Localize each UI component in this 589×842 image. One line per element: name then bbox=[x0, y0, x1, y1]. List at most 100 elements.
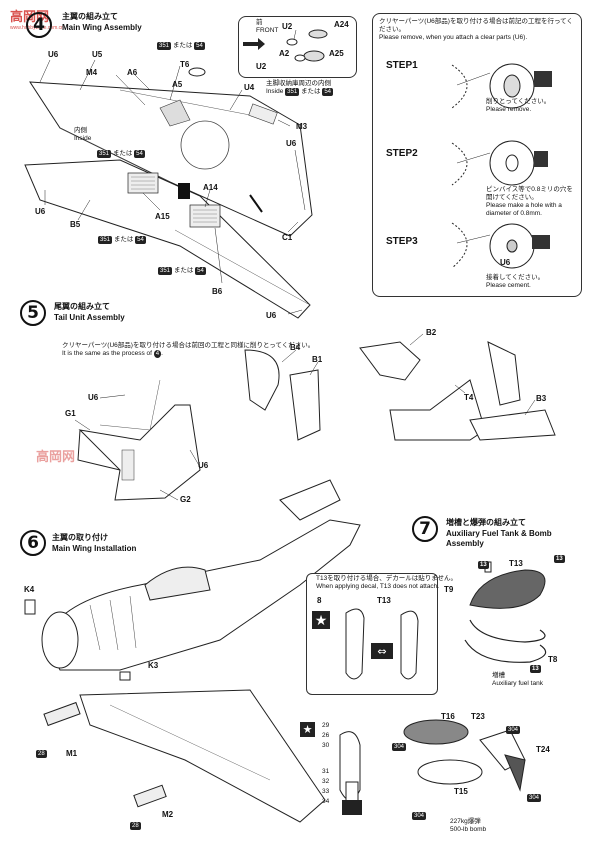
decal-drawing: ★ ⇔ bbox=[312, 608, 419, 680]
step5-note-jp: クリヤーパーツ(U6部品)を取り付ける場合は前回の工程と同様に削りとってください… bbox=[62, 342, 315, 349]
alt-part-b: 54 bbox=[194, 42, 205, 50]
part-304: 304 bbox=[506, 726, 521, 734]
wheel-well-en: Inside bbox=[266, 88, 284, 95]
step-ref: 4 bbox=[153, 350, 162, 358]
alt-part-a: 351 bbox=[285, 88, 300, 96]
part-label: M2 bbox=[162, 810, 174, 819]
part-label: T6 bbox=[180, 60, 190, 69]
step3-note: 接着してください。 Please cement. bbox=[486, 274, 544, 290]
alt-part-b: 54 bbox=[134, 150, 145, 158]
or-jp: または bbox=[112, 150, 133, 157]
part-304: 304 bbox=[412, 812, 427, 820]
part-label: A2 bbox=[279, 49, 290, 58]
part-badge: 304 bbox=[527, 786, 542, 804]
part-label: T13 bbox=[509, 559, 523, 568]
part-label: M3 bbox=[296, 122, 308, 131]
part-13: 13 bbox=[530, 665, 541, 673]
step7-title-jp: 増槽と爆弾の組み立て bbox=[446, 518, 526, 527]
svg-text:⇔: ⇔ bbox=[377, 645, 386, 658]
step6-title-en: Main Wing Installation bbox=[52, 544, 137, 553]
wheel-well-jp: 主脚収納庫周辺の内側 bbox=[266, 80, 331, 87]
alt-part-b: 54 bbox=[135, 236, 146, 244]
part-304: 304 bbox=[392, 743, 407, 751]
part-label: U6 bbox=[35, 207, 46, 216]
step3-jp: 接着してください。 bbox=[486, 274, 545, 281]
step3-label: STEP3 bbox=[386, 236, 418, 247]
part-badge: 304 bbox=[392, 735, 407, 753]
step3-en: Please cement. bbox=[486, 282, 531, 289]
alt-part-b: 54 bbox=[322, 88, 333, 96]
decal-note-jp: T13を取り付ける場合、デカールは貼りません。 bbox=[316, 575, 458, 582]
alt-part-a: 351 bbox=[157, 42, 172, 50]
part-label: M4 bbox=[86, 68, 98, 77]
part-badge: 13 bbox=[478, 559, 489, 569]
part-label: T9 bbox=[444, 585, 454, 594]
part-label: U6 bbox=[500, 258, 511, 267]
part-badge: 13 bbox=[554, 553, 565, 563]
front-jp: 前 bbox=[256, 19, 263, 26]
part-label: T8 bbox=[548, 655, 558, 664]
clear-note-en: Please remove, when you attach a clear p… bbox=[379, 34, 528, 41]
part-label: T23 bbox=[471, 712, 485, 721]
fuel-tank-jp: 増槽 bbox=[492, 672, 505, 679]
or-jp: または bbox=[113, 236, 134, 243]
step4-number: 4 bbox=[26, 12, 52, 38]
step5-title-en: Tail Unit Assembly bbox=[54, 313, 125, 322]
alt-part-marker: 351 または 54 bbox=[98, 236, 146, 244]
clear-note: クリヤーパーツ(U6部品)を取り付ける場合は前記の工程を行ってください。 Ple… bbox=[379, 18, 577, 42]
part-label: U6 bbox=[48, 50, 59, 59]
decal-star-icon bbox=[312, 611, 330, 629]
part-badge: 13 bbox=[530, 663, 541, 673]
part-label: B2 bbox=[426, 328, 437, 337]
part-label: T4 bbox=[464, 393, 474, 402]
part-13: 13 bbox=[478, 561, 489, 569]
decal-num: 8 bbox=[317, 596, 322, 605]
or-jp: または bbox=[173, 267, 194, 274]
part-label: B4 bbox=[290, 343, 301, 352]
bomb-star-icon: ★ bbox=[300, 722, 315, 737]
alt-part-a: 351 bbox=[97, 150, 112, 158]
part-label: B1 bbox=[312, 355, 323, 364]
part-28-marker: 28 bbox=[130, 814, 141, 832]
part-label: T13 bbox=[377, 596, 391, 605]
step1-en: Please remove. bbox=[486, 106, 532, 113]
or-jp: または bbox=[172, 42, 193, 49]
step4-title-en: Main Wing Assembly bbox=[62, 23, 142, 32]
part-badge: 304 bbox=[506, 718, 521, 736]
watermark-mid: 高岡网 bbox=[36, 446, 75, 465]
or-jp: または bbox=[301, 88, 321, 95]
part-label: M1 bbox=[66, 749, 78, 758]
part-304: 304 bbox=[527, 794, 542, 802]
part-label: A15 bbox=[155, 212, 170, 221]
step5-number: 5 bbox=[20, 300, 46, 326]
part-label: K3 bbox=[148, 661, 159, 670]
step4-title-jp: 主翼の組み立て bbox=[62, 12, 118, 21]
bomb-en: 500-lb bomb bbox=[450, 826, 487, 833]
part-label: T16 bbox=[441, 712, 455, 721]
part-label: B6 bbox=[212, 287, 223, 296]
part-label: A14 bbox=[203, 183, 218, 192]
part-label: G2 bbox=[180, 495, 191, 504]
step2-note: ピンバイス等で0.8ミリの穴を開けてください。 Please make a ho… bbox=[486, 186, 576, 218]
step5-note-en: It is the same as the process of bbox=[62, 350, 152, 357]
part-label: U2 bbox=[256, 62, 267, 71]
swap-arrow-icon bbox=[371, 643, 393, 659]
decal-note-en: When applying decal, T13 does not attach… bbox=[316, 583, 440, 590]
step1-note: 削りとってください。 Please remove. bbox=[486, 98, 550, 114]
watermark-mid-main: 高岡网 bbox=[36, 449, 76, 464]
bomb-num: 34 bbox=[322, 798, 330, 805]
step1-jp: 削りとってください。 bbox=[486, 98, 551, 105]
step5-title-jp: 尾翼の組み立て bbox=[54, 302, 110, 311]
part-label: T24 bbox=[536, 745, 550, 754]
bomb-num: 33 bbox=[322, 788, 330, 795]
alt-part-marker: 351 または 54 bbox=[157, 42, 205, 50]
part-label: U6 bbox=[88, 393, 99, 402]
part-label: A24 bbox=[334, 20, 349, 29]
part-badge: 304 bbox=[412, 804, 427, 822]
part-28: 28 bbox=[130, 822, 141, 830]
part-28: 28 bbox=[36, 750, 47, 758]
decal-note: T13を取り付ける場合、デカールは貼りません。 When applying de… bbox=[316, 575, 457, 591]
step5-note: クリヤーパーツ(U6部品)を取り付ける場合は前回の工程と同様に削りとってください… bbox=[62, 342, 315, 358]
